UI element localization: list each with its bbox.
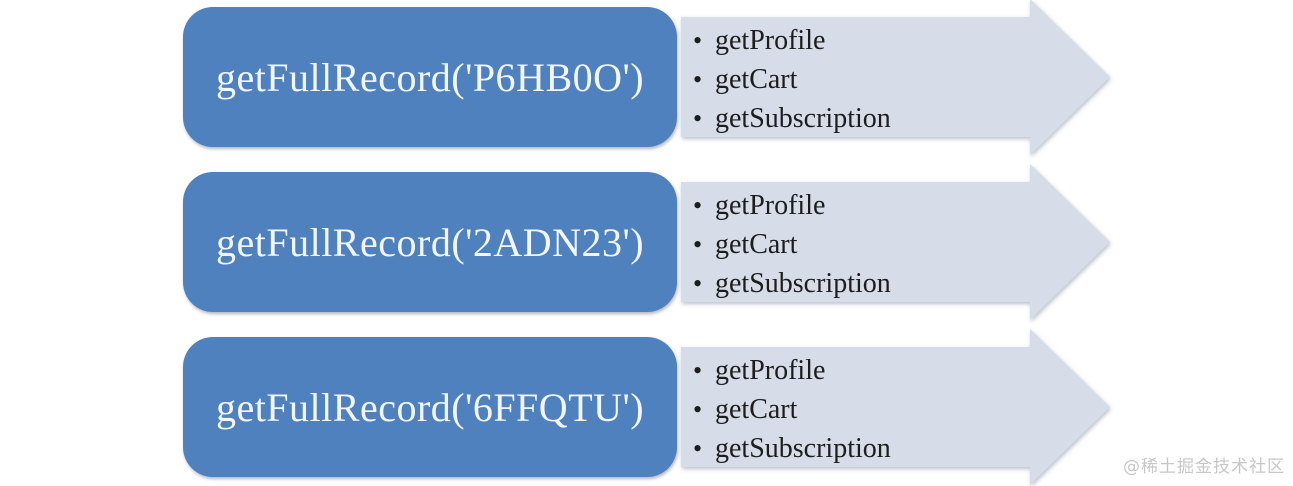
method-item: • getProfile — [693, 21, 891, 60]
method-label: getProfile — [715, 355, 826, 386]
record-row: getFullRecord('6FFQTU') • getProfile • get… — [0, 329, 1293, 486]
method-item: • getSubscription — [693, 264, 891, 303]
bullet-icon: • — [693, 26, 703, 55]
method-item: • getProfile — [693, 186, 891, 225]
bullet-icon: • — [693, 191, 703, 220]
method-item: • getSubscription — [693, 99, 891, 138]
method-label: getProfile — [715, 25, 826, 56]
methods-list: • getProfile • getCart • getSubscription — [693, 186, 891, 303]
bullet-icon: • — [693, 65, 703, 94]
method-label: getCart — [715, 64, 798, 95]
bullet-icon: • — [693, 395, 703, 424]
get-full-record-label: getFullRecord('P6HB0O') — [215, 54, 645, 100]
bullet-icon: • — [693, 104, 703, 133]
get-full-record-label: getFullRecord('6FFQTU') — [215, 384, 645, 430]
methods-list: • getProfile • getCart • getSubscription — [693, 21, 891, 138]
method-item: • getSubscription — [693, 429, 891, 468]
methods-arrow: • getProfile • getCart • getSubscription — [681, 329, 1110, 485]
method-item: • getProfile — [693, 351, 891, 390]
method-label: getSubscription — [715, 103, 891, 134]
right-arrow-icon — [681, 329, 1110, 485]
method-label: getSubscription — [715, 433, 891, 464]
methods-arrow: • getProfile • getCart • getSubscription — [681, 0, 1110, 155]
method-label: getProfile — [715, 190, 826, 221]
get-full-record-box: getFullRecord('P6HB0O') — [183, 7, 677, 147]
method-item: • getCart — [693, 225, 891, 264]
bullet-icon: • — [693, 269, 703, 298]
get-full-record-label: getFullRecord('2ADN23') — [215, 219, 645, 265]
method-label: getCart — [715, 394, 798, 425]
method-item: • getCart — [693, 390, 891, 429]
bullet-icon: • — [693, 434, 703, 463]
method-label: getCart — [715, 229, 798, 260]
method-label: getSubscription — [715, 268, 891, 299]
record-row: getFullRecord('P6HB0O') • getProfile • get… — [0, 0, 1293, 170]
right-arrow-icon — [681, 164, 1110, 320]
bullet-icon: • — [693, 230, 703, 259]
methods-list: • getProfile • getCart • getSubscription — [693, 351, 891, 468]
right-arrow-icon — [681, 0, 1110, 155]
record-row: getFullRecord('2ADN23') • getProfile • get… — [0, 164, 1293, 335]
bullet-icon: • — [693, 356, 703, 385]
get-full-record-box: getFullRecord('2ADN23') — [183, 172, 677, 312]
get-full-record-box: getFullRecord('6FFQTU') — [183, 337, 677, 477]
methods-arrow: • getProfile • getCart • getSubscription — [681, 164, 1110, 320]
method-item: • getCart — [693, 60, 891, 99]
watermark: @稀土掘金技术社区 — [1123, 457, 1285, 477]
